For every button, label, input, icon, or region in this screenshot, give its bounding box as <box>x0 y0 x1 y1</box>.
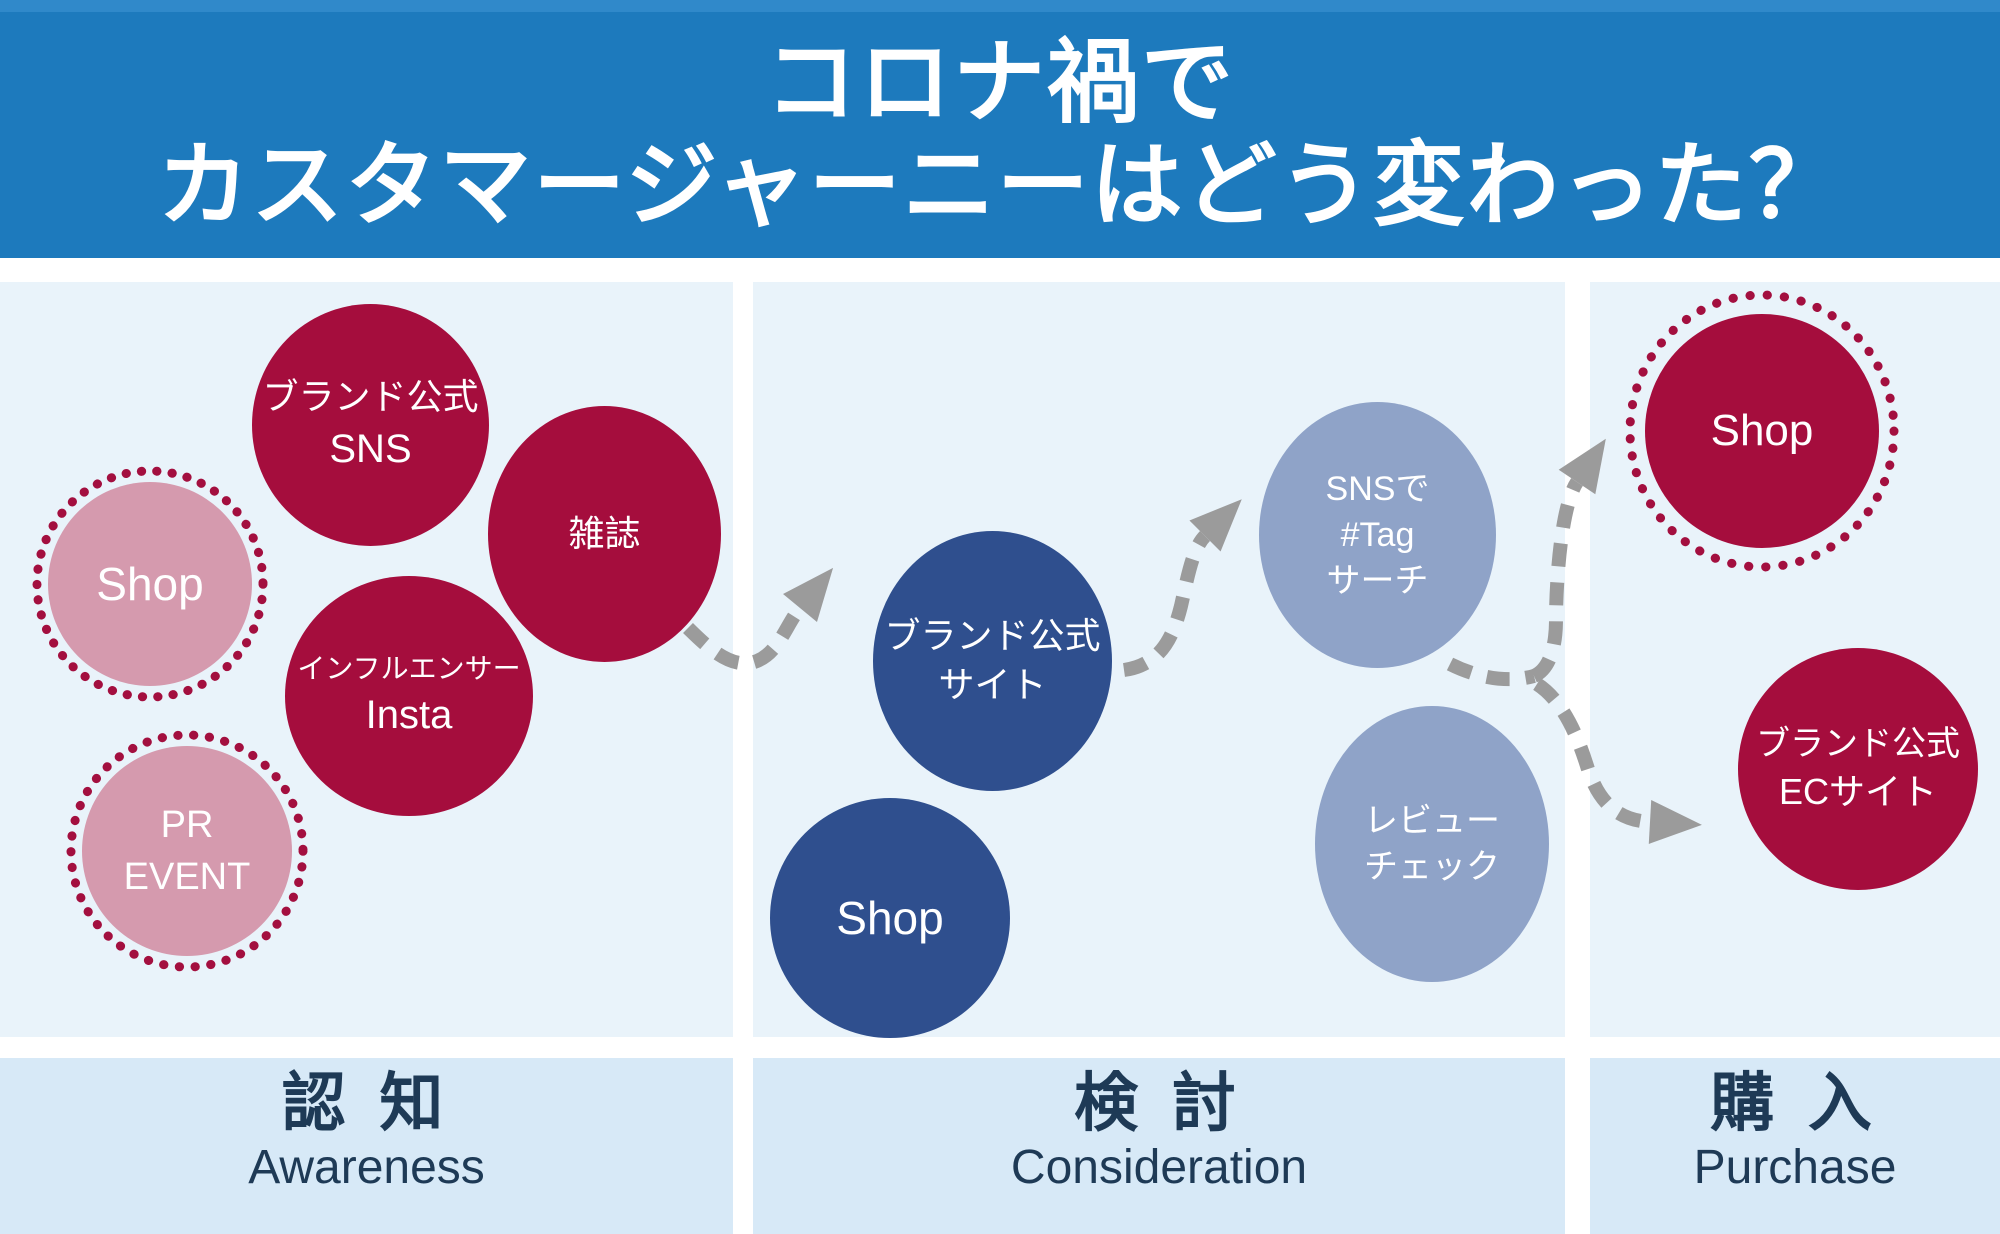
stage-band-consideration: 検 討 Consideration <box>753 1058 1565 1234</box>
node-label: サイト <box>938 664 1047 705</box>
dotted-circle-decoration <box>32 466 268 702</box>
node-label: サーチ <box>1326 562 1429 601</box>
node-label: Shop <box>1710 406 1814 456</box>
stage-label-jp: 検 討 <box>1074 1067 1244 1139</box>
node-label: レビュー <box>1364 801 1500 840</box>
dotted-circle-decoration <box>66 730 308 972</box>
page-title-line2: カスタマージャーニーはどう変わった？ <box>157 135 1843 237</box>
node-label: SNSで <box>1325 469 1430 508</box>
node-label: ブランド公式 <box>1756 725 1960 764</box>
header-banner: コロナ禍で カスタマージャーニーはどう変わった？ <box>0 12 2000 258</box>
node-brand-official-ec: ブランド公式 ECサイト <box>1738 648 1978 890</box>
stage-label-en: Consideration <box>1010 1141 1308 1195</box>
header-top-strip <box>0 0 2000 12</box>
node-shop-consideration: Shop <box>770 798 1010 1038</box>
node-influencer-insta: インフルエンサー Insta <box>285 576 533 816</box>
stage-label-en: Purchase <box>1693 1141 1897 1195</box>
node-shop-purchase: Shop <box>1622 289 1902 573</box>
node-label: ブランド公式 <box>262 376 479 418</box>
node-label: チェック <box>1364 848 1500 886</box>
node-label: ECサイト <box>1778 770 1937 812</box>
stage-band-purchase: 購 入 Purchase <box>1590 1058 2000 1234</box>
node-label: 雑誌 <box>568 512 641 554</box>
node-label: EVENT <box>123 855 251 898</box>
node-label: PR <box>160 803 214 846</box>
node-sns-tag-search: SNSで #Tag サーチ <box>1259 402 1496 668</box>
stage-label-jp: 購 入 <box>1710 1067 1880 1139</box>
node-label: インフルエンサー <box>297 652 521 684</box>
node-label: Shop <box>836 891 944 944</box>
node-brand-official-site: ブランド公式 サイト <box>873 531 1112 791</box>
stage-label-en: Awareness <box>248 1141 485 1195</box>
node-label: Shop <box>96 557 204 610</box>
node-label: SNS <box>329 427 412 472</box>
node-pr-event: PR EVENT <box>62 730 312 973</box>
page-title-line1: コロナ禍で <box>764 31 1235 134</box>
dotted-ring-decoration <box>1625 290 1899 572</box>
node-label: #Tag <box>1340 515 1415 554</box>
node-review-check: レビュー チェック <box>1315 706 1549 982</box>
stage-label-jp: 認 知 <box>281 1067 452 1139</box>
node-brand-official-sns: ブランド公式 SNS <box>252 304 489 546</box>
node-shop-awareness: Shop <box>30 465 270 703</box>
node-label: Insta <box>365 692 453 737</box>
node-label: ブランド公式 <box>884 615 1101 657</box>
stage-band-awareness: 認 知 Awareness <box>0 1058 733 1234</box>
node-magazine: 雑誌 <box>488 406 721 662</box>
